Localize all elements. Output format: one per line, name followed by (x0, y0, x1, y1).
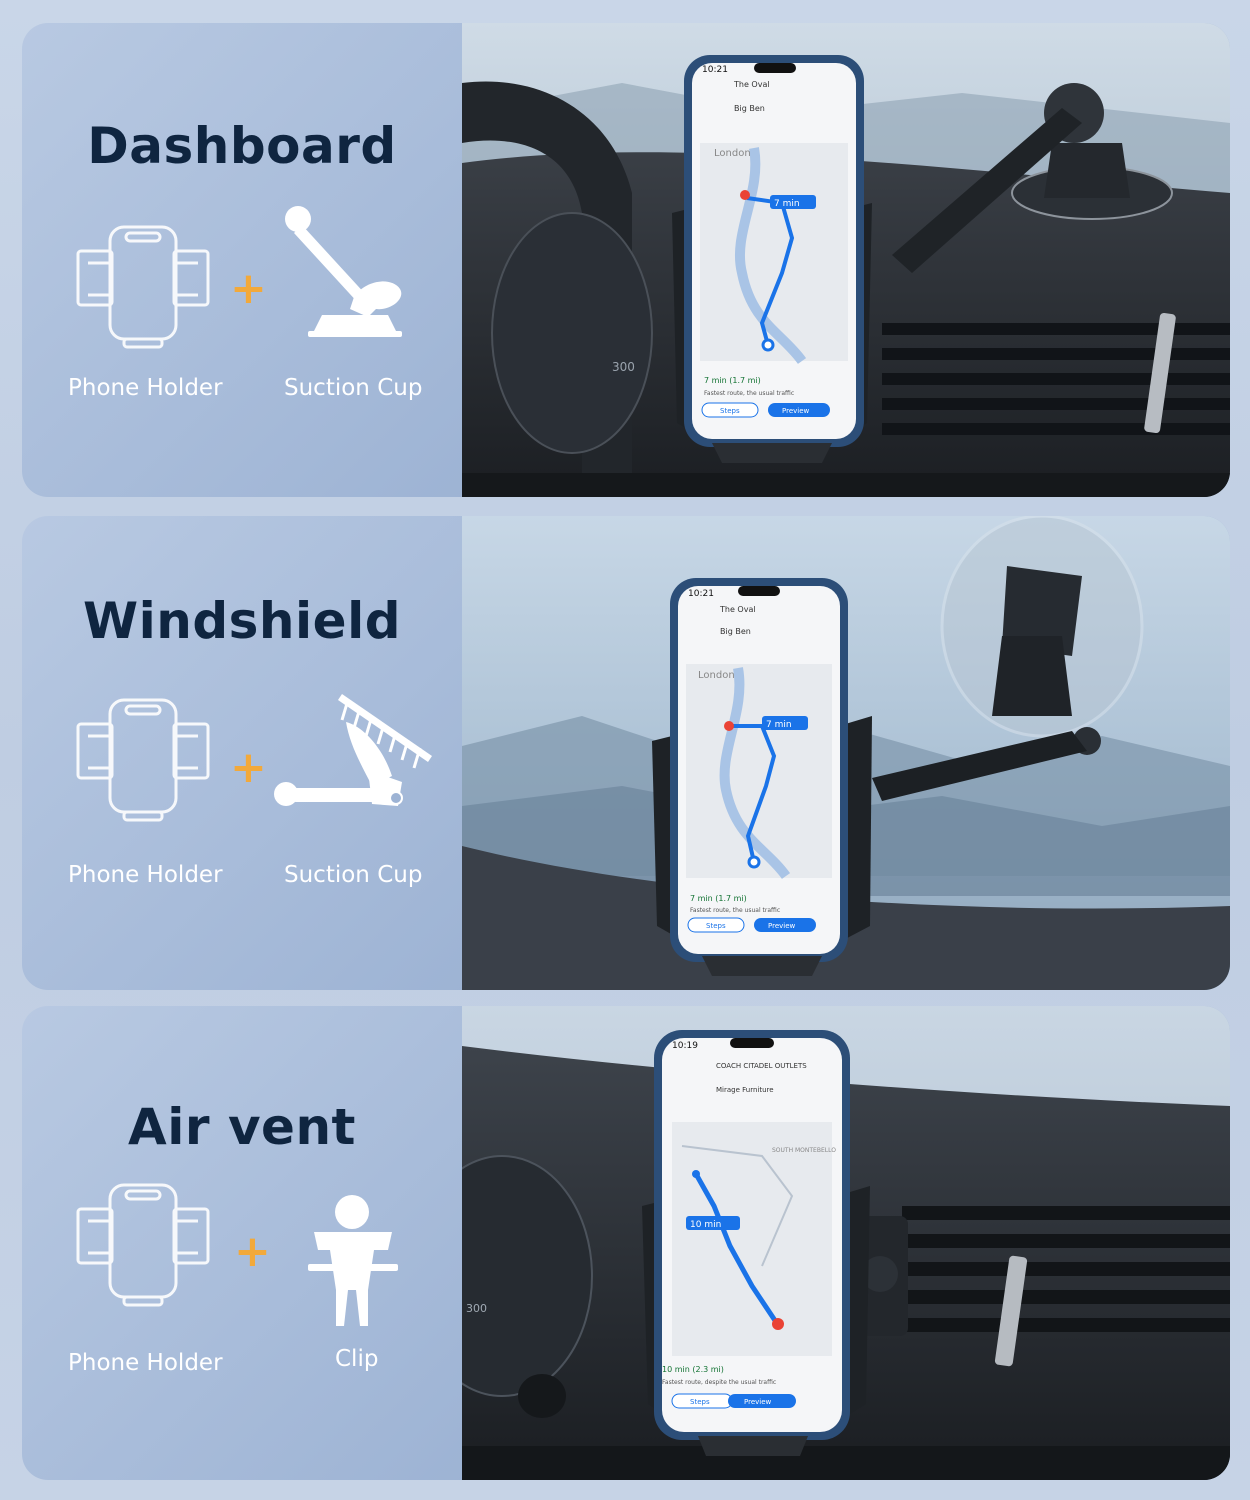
route-eta-detail: 7 min (1.7 mi) (704, 376, 761, 385)
route-from: COACH CITADEL OUTLETS (716, 1062, 807, 1070)
plus-sign: + (230, 742, 267, 793)
steps-button[interactable]: Steps (720, 407, 740, 415)
suction-cup-label: Suction Cup (284, 862, 423, 888)
route-from: The Oval (719, 605, 756, 614)
phone-holder-label: Phone Holder (68, 1350, 223, 1376)
phone-time: 10:21 (688, 589, 714, 599)
phone-holder-icon (74, 1181, 214, 1311)
phone-time: 10:21 (702, 65, 728, 75)
route-to: Mirage Furniture (716, 1086, 774, 1094)
plus-sign: + (230, 263, 267, 314)
phone-holder-label: Phone Holder (68, 375, 223, 401)
vent-clip-icon (306, 1194, 400, 1330)
clip-label: Clip (335, 1346, 379, 1372)
plus-sign: + (234, 1226, 271, 1277)
dashboard-mount-photo: 300 (462, 23, 1230, 497)
route-note: Fastest route, the usual traffic (690, 907, 780, 914)
svg-text:300: 300 (612, 360, 635, 374)
svg-text:300: 300 (466, 1302, 487, 1315)
route-eta-detail: 7 min (1.7 mi) (690, 894, 747, 903)
route-note: Fastest route, despite the usual traffic (662, 1379, 776, 1386)
route-note: Fastest route, the usual traffic (704, 390, 794, 397)
suction-cup-label: Suction Cup (284, 375, 423, 401)
windshield-info-panel: Windshield + (22, 516, 462, 990)
windshield-card: Windshield + (22, 516, 1230, 990)
dashboard-suction-arm-icon (280, 205, 410, 345)
route-to: Big Ben (734, 104, 765, 113)
route-to: Big Ben (720, 627, 751, 636)
steps-button[interactable]: Steps (690, 1398, 710, 1406)
map-city: SOUTH MONTEBELLO (772, 1147, 836, 1154)
route-eta-detail: 10 min (2.3 mi) (662, 1365, 724, 1374)
dashboard-info-panel: Dashboard + (22, 23, 462, 497)
preview-button[interactable]: Preview (782, 407, 810, 415)
windshield-suction-arm-icon (272, 686, 437, 826)
phone-holder-label: Phone Holder (68, 862, 223, 888)
route-from: The Oval (733, 80, 770, 89)
section-title: Air vent (128, 1098, 356, 1156)
map-city: London (698, 670, 735, 681)
air-vent-mount-photo: 300 (462, 1006, 1230, 1480)
phone-holder-icon (74, 696, 214, 826)
dashboard-card: Dashboard + (22, 23, 1230, 497)
route-eta-badge: 7 min (766, 720, 792, 730)
section-title: Dashboard (87, 117, 397, 175)
route-eta-badge: 10 min (690, 1220, 721, 1230)
windshield-mount-photo: 10:21 The Oval Big Ben London 7 min 7 mi… (462, 516, 1230, 990)
preview-button[interactable]: Preview (768, 922, 796, 930)
air-vent-info-panel: Air vent + (22, 1006, 462, 1480)
preview-button[interactable]: Preview (744, 1398, 772, 1406)
section-title: Windshield (82, 592, 401, 650)
phone-holder-icon (74, 223, 214, 353)
steps-button[interactable]: Steps (706, 922, 726, 930)
map-city: London (714, 148, 751, 159)
phone-time: 10:19 (672, 1041, 698, 1051)
air-vent-card: Air vent + (22, 1006, 1230, 1480)
route-eta-badge: 7 min (774, 199, 800, 209)
